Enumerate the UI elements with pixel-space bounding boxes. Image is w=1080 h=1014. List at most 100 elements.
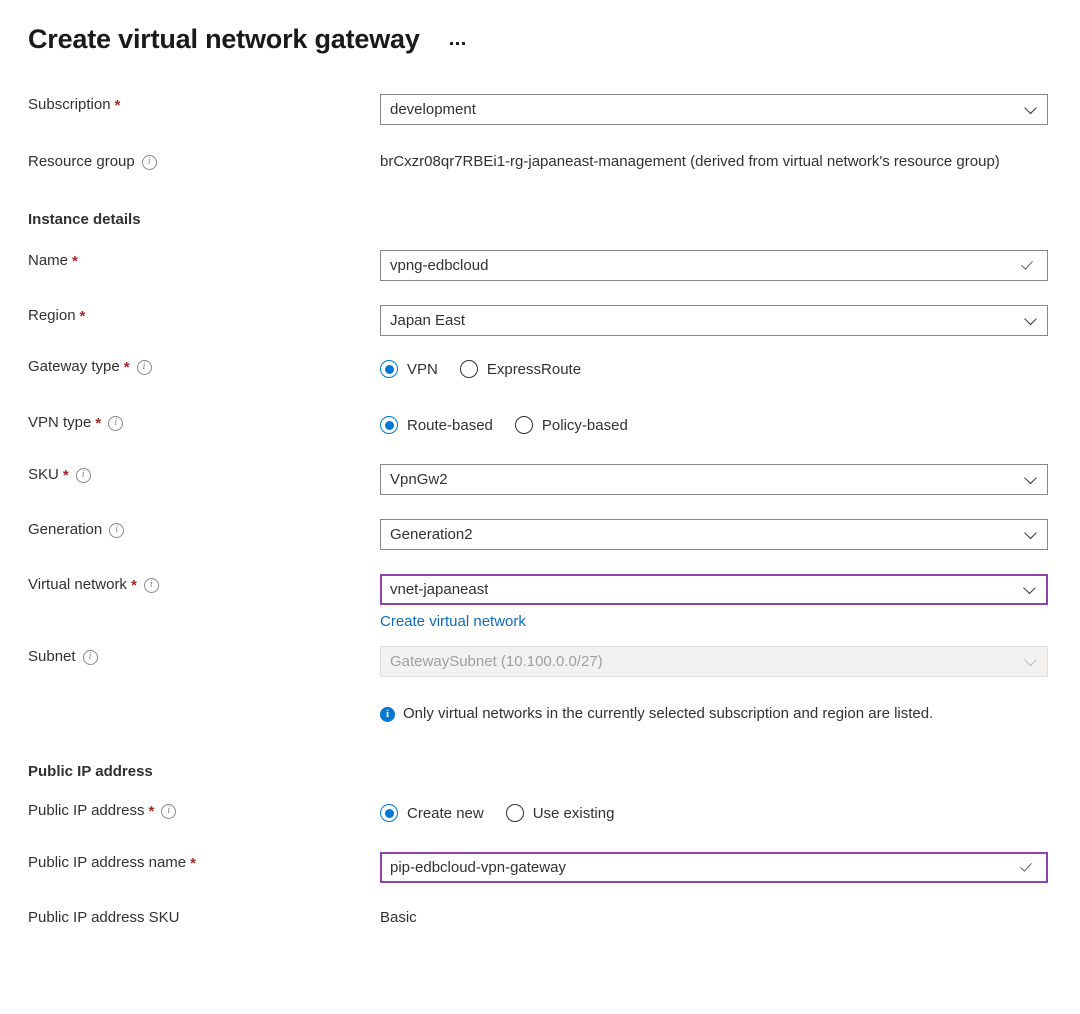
info-icon[interactable]: i [109,522,125,538]
public-ip-name-value: pip-edbcloud-vpn-gateway [390,859,566,876]
info-icon[interactable]: i [108,415,124,431]
required-asterisk: * [130,576,137,594]
field-row-sku: SKU * i VpnGw2 [0,464,1080,495]
chevron-down-icon [1026,314,1037,325]
generation-value: Generation2 [390,526,473,543]
generation-label: Generation [28,521,103,538]
field-row-generation: Generation i Generation2 [0,519,1080,550]
name-value: vpng-edbcloud [390,257,489,274]
sku-label-group: SKU * i [28,464,380,485]
name-input[interactable]: vpng-edbcloud [380,250,1048,281]
public-ip-name-input[interactable]: pip-edbcloud-vpn-gateway [380,852,1048,883]
info-icon[interactable]: i [141,154,157,170]
public-ip-sku-label-group: Public IP address SKU [28,907,380,928]
subnet-select: GatewaySubnet (10.100.0.0/27) [380,646,1048,677]
page-title: Create virtual network gateway [28,24,420,55]
required-asterisk: * [148,802,155,820]
vpn-type-label: VPN type [28,414,92,431]
radio-option-expressroute[interactable]: ExpressRoute [459,360,582,378]
required-asterisk: * [114,96,121,114]
radio-indicator[interactable] [380,360,398,378]
chevron-down-icon [1026,655,1037,666]
vnet-notice-row: i Only virtual networks in the currently… [0,703,1080,729]
radio-label: Policy-based [541,416,628,434]
virtual-network-label: Virtual network [28,576,127,593]
field-row-virtual-network: Virtual network * i vnet-japaneast Creat… [0,574,1080,630]
dot [461,41,465,45]
field-row-subnet: Subnet i GatewaySubnet (10.100.0.0/27) [0,646,1080,677]
region-select[interactable]: Japan East [380,305,1048,336]
radio-option-policy-based[interactable]: Policy-based [514,416,628,434]
subscription-label-group: Subscription * [28,94,380,115]
required-asterisk: * [72,252,78,270]
info-icon[interactable]: i [75,467,91,483]
dot [449,41,453,45]
field-row-public-ip-name: Public IP address name * pip-edbcloud-vp… [0,852,1080,883]
checkmark-icon [1022,860,1035,873]
section-heading-instance-details: Instance details [28,211,141,228]
field-row-resource-group: Resource group i brCxzr08qr7RBEi1-rg-jap… [0,151,1080,177]
virtual-network-label-group: Virtual network * i [28,574,380,595]
info-filled-icon: i [380,707,395,722]
region-value: Japan East [390,312,466,329]
field-row-subscription: Subscription * development [0,94,1080,125]
field-row-region: Region * Japan East [0,305,1080,336]
radio-indicator[interactable] [380,416,398,434]
sku-select[interactable]: VpnGw2 [380,464,1048,495]
virtual-network-value: vnet-japaneast [390,581,489,598]
radio-indicator[interactable] [380,804,398,822]
subscription-select[interactable]: development [380,94,1048,125]
gateway-type-radio-group: VPN ExpressRoute [380,356,1048,382]
info-icon[interactable]: i [136,359,152,375]
sku-label: SKU [28,466,59,483]
required-asterisk: * [95,414,102,432]
radio-label: Route-based [407,416,493,434]
radio-indicator[interactable] [514,416,533,434]
more-options-icon[interactable] [446,34,469,47]
region-label: Region [28,307,76,324]
region-label-group: Region * [28,305,380,326]
public-ip-radio-group: Create new Use existing [380,800,1048,826]
chevron-down-icon [1025,583,1036,594]
generation-label-group: Generation i [28,519,380,540]
chevron-down-icon [1026,103,1037,114]
required-asterisk: * [62,466,69,484]
required-asterisk: * [123,358,130,376]
radio-label: ExpressRoute [486,360,582,378]
radio-option-route-based[interactable]: Route-based [380,416,493,434]
vpn-type-radio-group: Route-based Policy-based [380,412,1048,438]
generation-select[interactable]: Generation2 [380,519,1048,550]
radio-label: Create new [407,804,484,822]
radio-label: Use existing [532,804,615,822]
field-row-public-ip-sku: Public IP address SKU Basic [0,907,1080,933]
radio-option-create-new[interactable]: Create new [380,804,484,822]
radio-label: VPN [407,360,438,378]
public-ip-name-label-group: Public IP address name * [28,852,380,873]
resource-group-value: brCxzr08qr7RBEi1-rg-japaneast-management… [380,153,1000,170]
virtual-network-select[interactable]: vnet-japaneast [380,574,1048,605]
chevron-down-icon [1026,473,1037,484]
gateway-type-label: Gateway type [28,358,120,375]
subscription-label: Subscription [28,96,111,113]
field-row-vpn-type: VPN type * i Route-based Policy-based [0,412,1080,438]
notice-spacer [28,703,380,704]
dot [455,41,459,45]
info-icon[interactable]: i [143,577,159,593]
subnet-label: Subnet [28,648,76,665]
field-row-public-ip-address: Public IP address * i Create new Use exi… [0,800,1080,826]
radio-option-vpn[interactable]: VPN [380,360,438,378]
resource-group-label: Resource group [28,153,135,170]
info-icon[interactable]: i [82,649,98,665]
create-virtual-network-link[interactable]: Create virtual network [380,613,526,630]
public-ip-address-label: Public IP address [28,802,145,819]
radio-indicator[interactable] [505,804,524,822]
radio-option-use-existing[interactable]: Use existing [505,804,615,822]
radio-indicator[interactable] [459,360,478,378]
name-label: Name [28,252,69,269]
checkmark-icon [1023,258,1036,271]
name-label-group: Name * [28,250,380,271]
public-ip-sku-value: Basic [380,909,417,926]
info-icon[interactable]: i [161,803,177,819]
field-row-gateway-type: Gateway type * i VPN ExpressRoute [0,356,1080,382]
vnet-notice-text: Only virtual networks in the currently s… [403,705,934,722]
